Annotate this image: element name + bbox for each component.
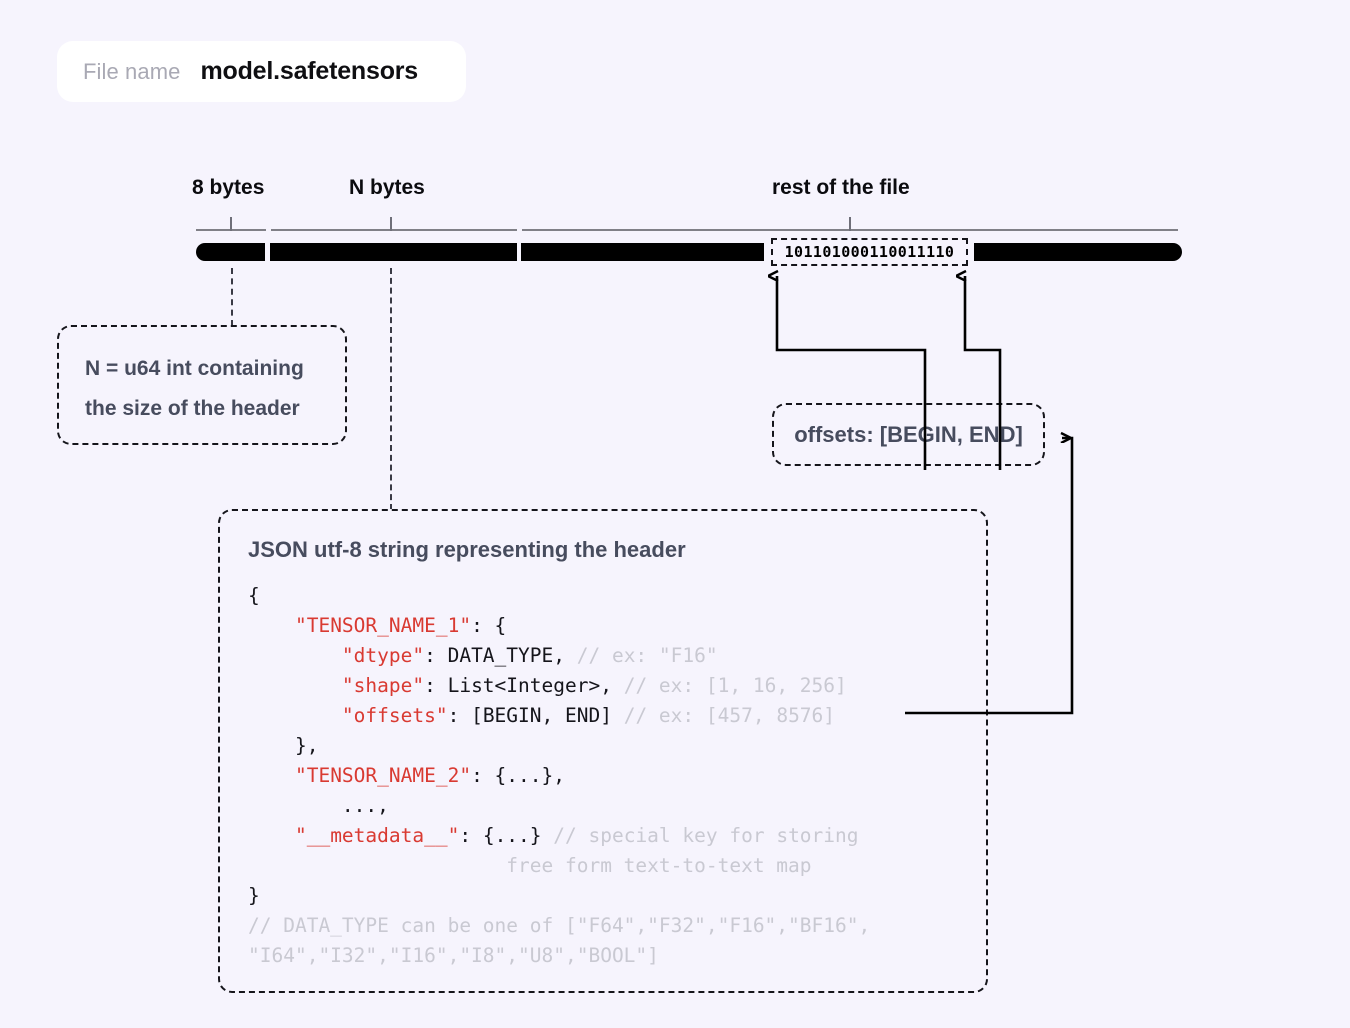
json-header-box: JSON utf-8 string representing the heade… (218, 509, 988, 993)
json-box-title: JSON utf-8 string representing the heade… (248, 537, 686, 562)
json-comment-datatype-line2: "I64","I32","I16","I8","U8","BOOL"] (248, 944, 659, 967)
json-line-close-brace: } (248, 884, 260, 907)
measure-tick-rest-of-file (849, 217, 851, 231)
json-value-metadata: : {...} (459, 824, 554, 847)
json-line-2-rest: : { (471, 614, 507, 637)
file-name-value: model.safetensors (200, 57, 419, 85)
json-line-ellipsis: ..., (341, 794, 389, 817)
json-comment-metadata-cont: free form text-to-text map (506, 854, 812, 877)
json-line-open-brace: { (248, 584, 260, 607)
json-code-block: { "TENSOR_NAME_1": { "dtype": DATA_TYPE,… (248, 581, 958, 971)
json-key-shape: "shape" (341, 674, 425, 697)
json-key-tensor-name-2: "TENSOR_NAME_2" (294, 764, 472, 787)
segment-label-8-bytes: 8 bytes (192, 176, 265, 199)
file-bar-segment-header (270, 243, 517, 261)
json-comment-dtype: // ex: "F16" (576, 644, 718, 667)
file-bar-segment-data-left (521, 243, 764, 261)
json-line-close-inner: }, (294, 734, 319, 757)
json-comment-datatype-line1: // DATA_TYPE can be one of ["F64","F32",… (248, 914, 871, 937)
measure-tick-n-bytes (390, 217, 392, 231)
json-line-7-rest: : {...}, (471, 764, 565, 787)
callout-offsets-text: offsets: [BEGIN, END] (794, 421, 1023, 447)
callout-header-size: N = u64 int containing the size of the h… (57, 325, 347, 445)
callout-header-size-line2: the size of the header (85, 397, 300, 420)
json-comment-metadata: // special key for storing (553, 824, 859, 847)
segment-label-n-bytes: N bytes (349, 176, 425, 199)
segment-label-rest-of-file: rest of the file (772, 176, 910, 199)
leader-line-header-json (390, 268, 392, 510)
binary-sample-box: 101101000110011110 (771, 238, 968, 266)
file-bar-segment-data-right (974, 243, 1182, 261)
callout-header-size-line1: N = u64 int containing (85, 357, 304, 380)
json-key-offsets: "offsets" (341, 704, 448, 727)
binary-sample-text: 101101000110011110 (784, 243, 955, 261)
file-name-pill: File name model.safetensors (57, 41, 466, 102)
file-name-label: File name (83, 58, 181, 84)
json-key-tensor-name-1: "TENSOR_NAME_1" (294, 614, 472, 637)
json-value-shape: : List<Integer>, (424, 674, 624, 697)
callout-offsets: offsets: [BEGIN, END] (772, 403, 1045, 466)
json-comment-shape: // ex: [1, 16, 256] (623, 674, 847, 697)
measure-rule-n-bytes (271, 229, 517, 231)
measure-tick-8-bytes (230, 217, 232, 231)
json-key-metadata: "__metadata__" (294, 824, 460, 847)
json-value-offsets: : [BEGIN, END] (447, 704, 624, 727)
file-bar-segment-header-size (196, 243, 265, 261)
json-key-dtype: "dtype" (341, 644, 425, 667)
json-comment-offsets: // ex: [457, 8576] (623, 704, 836, 727)
json-value-dtype: : DATA_TYPE, (424, 644, 577, 667)
leader-line-header-size (231, 268, 233, 326)
